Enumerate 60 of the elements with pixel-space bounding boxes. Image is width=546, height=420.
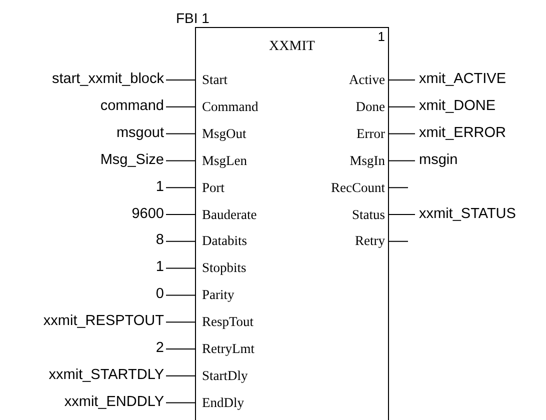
input-variable: 1 bbox=[156, 178, 164, 196]
connector-line bbox=[166, 214, 196, 215]
connector-line bbox=[166, 106, 196, 108]
input-variable: 1 bbox=[156, 259, 164, 276]
connector-line bbox=[166, 375, 196, 376]
input-pin-name: RetryLmt bbox=[202, 341, 254, 357]
connector-line bbox=[166, 268, 196, 269]
input-variable: start_xxmit_block bbox=[52, 71, 164, 88]
connector-line bbox=[388, 240, 408, 242]
output-variable: xmit_ERROR bbox=[419, 124, 506, 142]
input-variable: command bbox=[100, 98, 164, 115]
output-pin-name: Status bbox=[352, 206, 385, 222]
input-variable: 8 bbox=[156, 232, 164, 250]
output-pin-name: RecCount bbox=[331, 180, 385, 196]
connector-line bbox=[166, 294, 196, 296]
input-variable: 9600 bbox=[132, 206, 164, 222]
connector-line bbox=[166, 348, 196, 350]
input-pin-name: Command bbox=[202, 98, 258, 115]
output-variable: xmit_DONE bbox=[419, 98, 496, 115]
output-pin-name: Error bbox=[356, 126, 385, 142]
input-pin-name: MsgOut bbox=[202, 126, 246, 142]
execution-number: 1 bbox=[378, 29, 385, 44]
input-pin-name: RespTout bbox=[202, 314, 254, 330]
input-pin-name: StartDly bbox=[202, 368, 248, 384]
output-pin-name: Done bbox=[356, 98, 385, 115]
instance-name: FBI 1 bbox=[176, 9, 210, 27]
output-variable: msgin bbox=[419, 152, 458, 169]
input-variable: xxmit_ENDDLY bbox=[64, 394, 164, 411]
block-type-name: XXMIT bbox=[268, 38, 316, 56]
output-variable: xxmit_STATUS bbox=[419, 206, 516, 222]
input-variable: 2 bbox=[156, 340, 164, 357]
input-pin-name: Databits bbox=[202, 233, 247, 250]
output-variable: xmit_ACTIVE bbox=[419, 71, 506, 88]
input-pin-name: Bauderate bbox=[202, 206, 257, 222]
input-variable: xxmit_STARTDLY bbox=[48, 366, 164, 384]
connector-line bbox=[166, 133, 196, 134]
output-pin-name: Active bbox=[349, 72, 385, 88]
input-pin-name: EndDly bbox=[202, 394, 244, 411]
connector-line bbox=[388, 133, 416, 134]
connector-line bbox=[166, 187, 196, 188]
connector-line bbox=[388, 187, 408, 188]
input-pin-name: Start bbox=[202, 72, 228, 88]
input-pin-name: MsgLen bbox=[202, 152, 247, 169]
output-pin-name: MsgIn bbox=[350, 152, 385, 169]
input-variable: msgout bbox=[116, 124, 164, 142]
connector-line bbox=[166, 322, 196, 323]
input-pin-name: Parity bbox=[202, 287, 234, 304]
output-pin-name: Retry bbox=[355, 233, 385, 250]
connector-line bbox=[166, 402, 196, 404]
input-variable: 0 bbox=[156, 286, 164, 304]
input-pin-name: Stopbits bbox=[202, 260, 246, 276]
input-pin-name: Port bbox=[202, 180, 225, 196]
input-variable: Msg_Size bbox=[100, 152, 164, 169]
connector-line bbox=[166, 240, 196, 242]
connector-line bbox=[166, 160, 196, 162]
connector-line bbox=[388, 106, 416, 108]
function-block bbox=[195, 27, 389, 420]
input-variable: xxmit_RESPTOUT bbox=[43, 313, 164, 330]
connector-line bbox=[388, 214, 416, 215]
connector-line bbox=[388, 160, 416, 162]
